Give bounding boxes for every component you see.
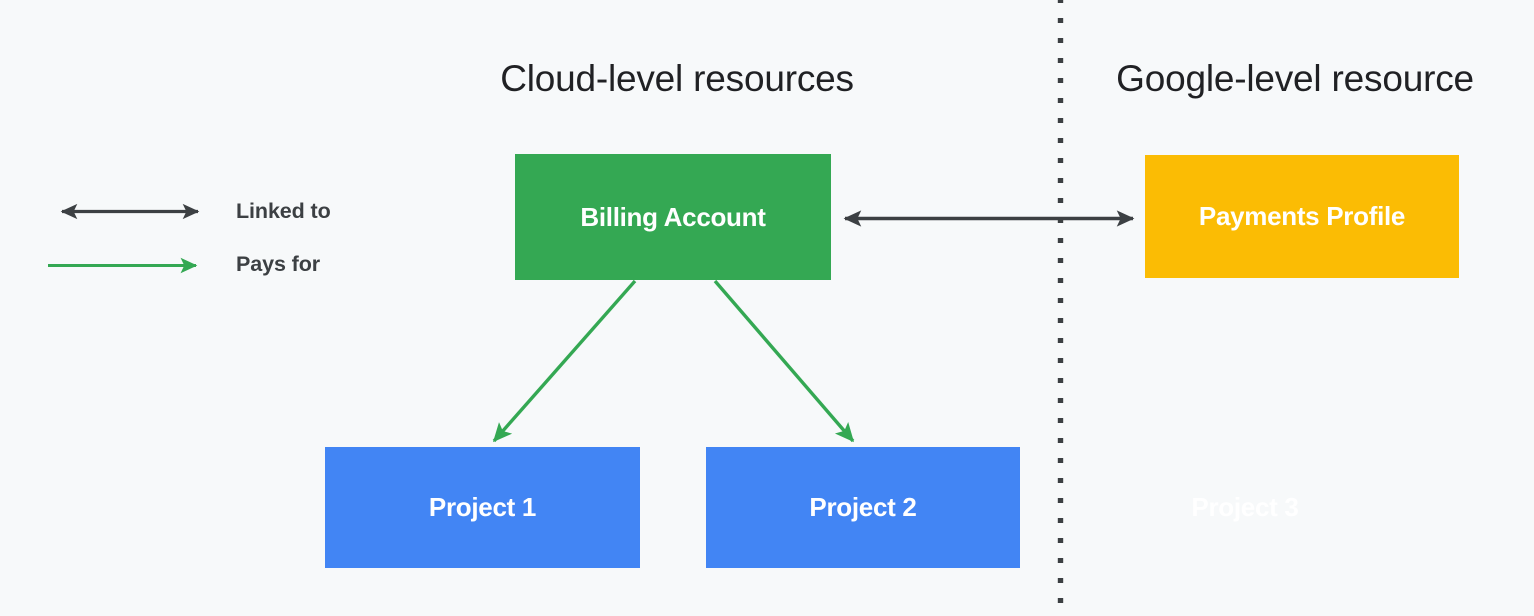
- node-payments-profile[interactable]: Payments Profile: [1145, 155, 1459, 278]
- legend-label-linked-to: Linked to: [236, 199, 331, 223]
- node-project-3[interactable]: Project 3: [1088, 447, 1402, 568]
- edge-billing-account-to-project-2: [713, 279, 855, 443]
- section-header-google-level: Google-level resource: [1116, 58, 1474, 99]
- edge-billing-account-to-project-1: [492, 279, 637, 443]
- legend-label-pays-for: Pays for: [236, 252, 321, 276]
- node-billing-account[interactable]: Billing Account: [515, 154, 831, 280]
- node-payments-profile-label: Payments Profile: [1198, 201, 1406, 231]
- section-header-cloud-level: Cloud-level resources: [500, 58, 854, 99]
- node-project-2[interactable]: Project 2: [706, 447, 1020, 568]
- node-project-2-label: Project 2: [809, 492, 917, 522]
- node-billing-account-label: Billing Account: [580, 201, 766, 232]
- node-project-1[interactable]: Project 1: [325, 447, 640, 568]
- node-project-1-label: Project 1: [428, 492, 537, 522]
- node-project-3-label: Project 3: [1191, 492, 1299, 522]
